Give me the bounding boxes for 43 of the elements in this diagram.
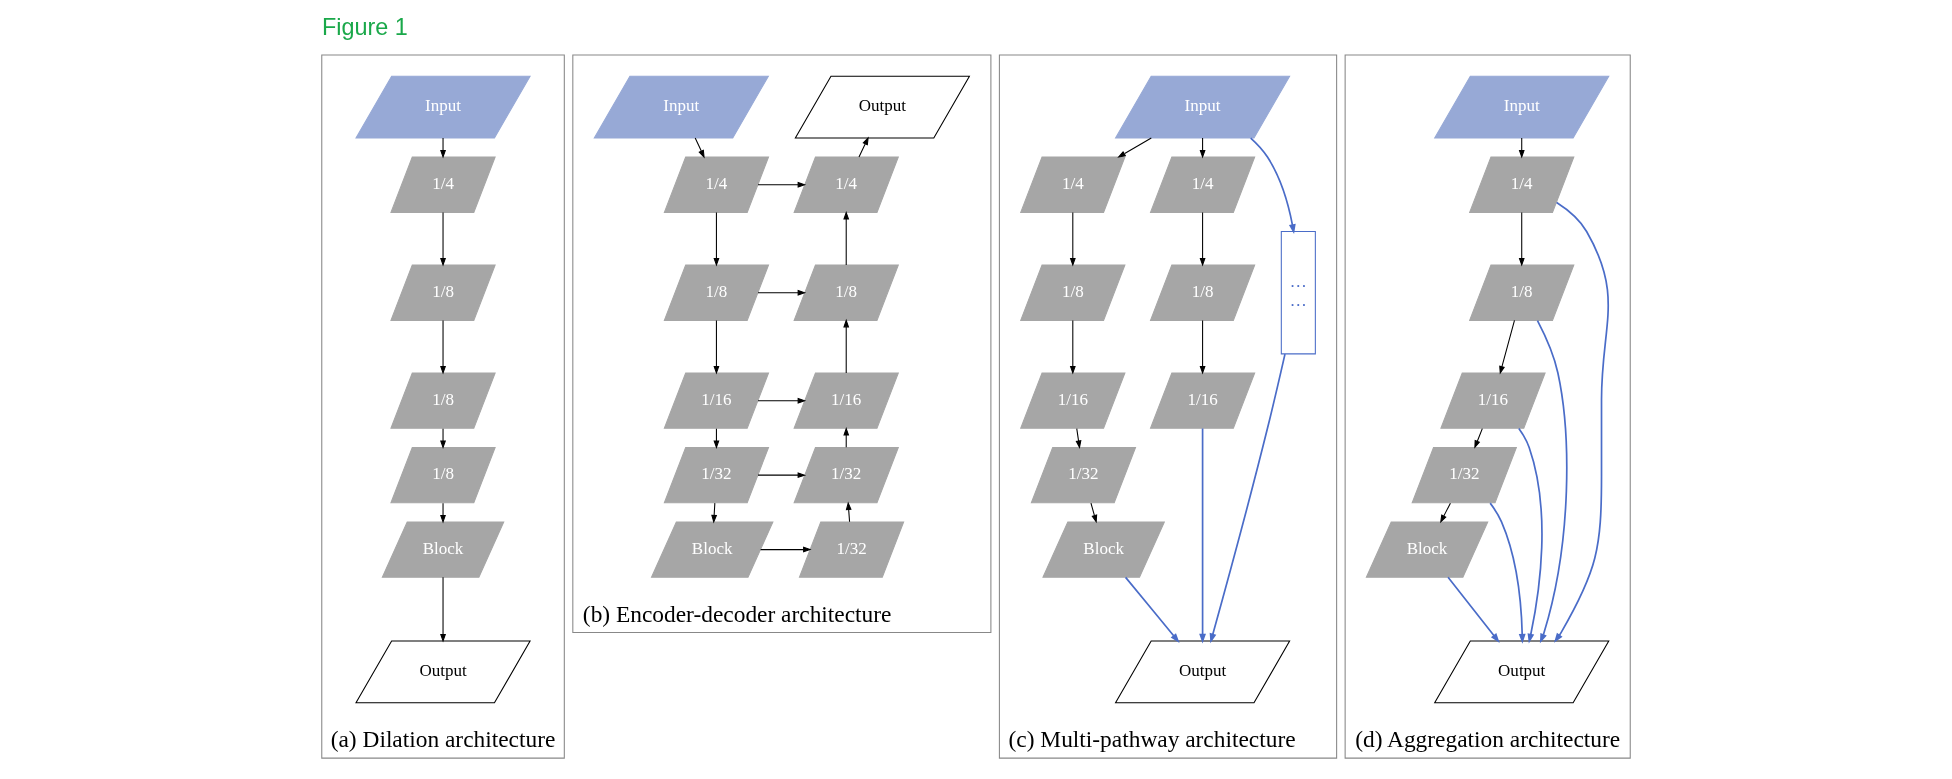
arrow <box>1199 319 1206 375</box>
arrow <box>1518 137 1525 159</box>
arrow <box>1075 428 1082 449</box>
node-box: … … <box>1280 231 1316 355</box>
arrow <box>845 501 852 523</box>
arrow <box>1474 428 1483 449</box>
arrow <box>1518 427 1543 644</box>
arrow <box>760 546 812 553</box>
arrow <box>440 319 446 375</box>
arrow <box>1209 353 1286 644</box>
arrow <box>1536 319 1568 644</box>
arrow <box>757 289 807 296</box>
arrow <box>713 319 720 375</box>
arrow <box>1440 502 1451 524</box>
arrow <box>694 137 705 159</box>
arrow <box>440 428 446 449</box>
arrow <box>440 502 446 524</box>
arrow <box>1518 211 1525 267</box>
arrow <box>1069 319 1076 375</box>
arrow <box>440 576 446 643</box>
arrow <box>1069 211 1076 267</box>
arrow <box>1489 502 1526 644</box>
diagram-title: Figure 1 <box>321 14 408 41</box>
arrow <box>1447 576 1500 643</box>
arrow <box>711 502 718 524</box>
arrow <box>440 137 446 159</box>
arrow <box>1117 137 1152 158</box>
arrow <box>1199 137 1206 159</box>
arrow <box>843 210 850 266</box>
arrow <box>713 211 720 267</box>
arrow <box>440 211 446 267</box>
arrow <box>1199 211 1206 267</box>
arrow <box>1554 201 1609 643</box>
arrow <box>1199 427 1206 644</box>
arrow <box>1249 137 1296 234</box>
arrow <box>843 318 850 374</box>
arrow <box>858 136 869 158</box>
arrow <box>1124 576 1180 643</box>
arrow <box>757 397 807 404</box>
arrow <box>757 472 807 479</box>
arrow <box>757 181 807 188</box>
arrow <box>1499 319 1515 375</box>
arrow <box>1090 502 1098 524</box>
